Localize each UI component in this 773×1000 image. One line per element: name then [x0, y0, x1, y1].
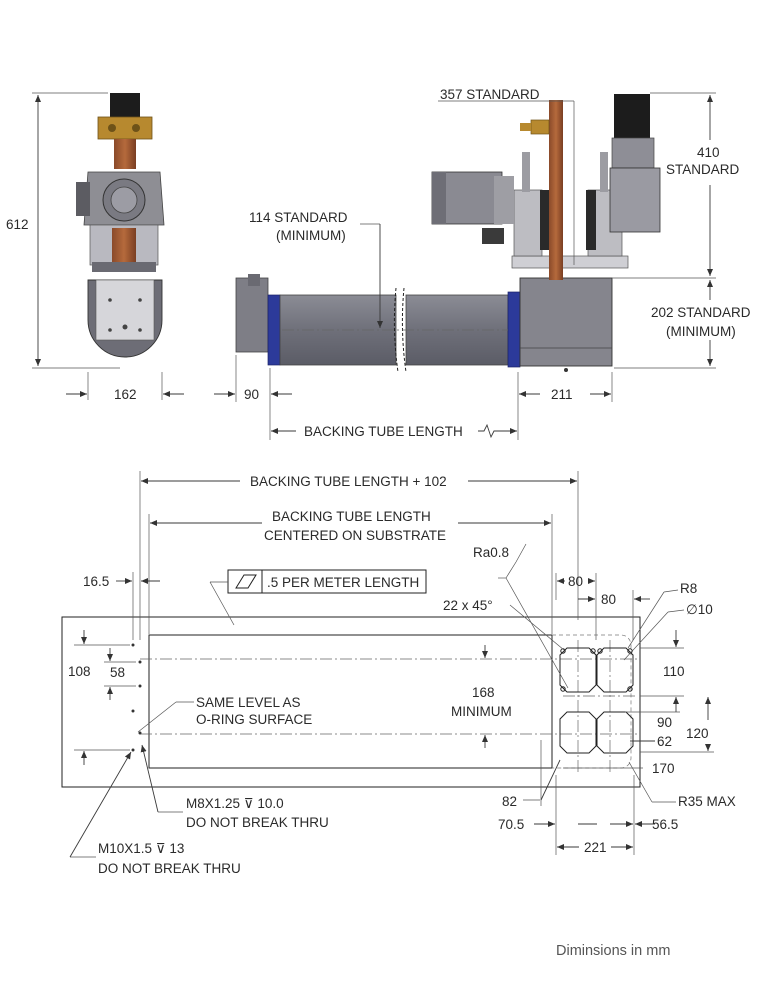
chamfer-label: 22 x 45° — [443, 598, 493, 613]
btl-centered-label-line2: CENTERED ON SUBSTRATE — [264, 528, 446, 543]
end-view-cathode — [76, 93, 165, 358]
dim-168-label-line2: MINIMUM — [451, 704, 512, 719]
m8-label-line2: DO NOT BREAK THRU — [186, 815, 329, 830]
dim-90-label: 90 — [244, 387, 259, 402]
side-view-cathode — [235, 94, 661, 373]
dim-211-label: 211 — [551, 387, 573, 402]
flatness-label: .5 PER METER LENGTH — [267, 575, 419, 590]
end-view-dimensions: 612 162 — [6, 92, 184, 402]
dim-58-label: 58 — [110, 665, 125, 680]
dim-168-label-line1: 168 — [472, 685, 495, 700]
dim-110-label: 110 — [663, 664, 685, 679]
plan-view-outline — [61, 616, 641, 788]
dim-170-label: 170 — [652, 761, 675, 776]
dim-108-label: 108 — [68, 664, 91, 679]
dia10-label: ∅10 — [686, 602, 713, 617]
dim-80b-label: 80 — [601, 592, 616, 607]
btl-plus-102-label: BACKING TUBE LENGTH + 102 — [250, 474, 447, 489]
dim-120-label: 120 — [686, 726, 709, 741]
dim-62-label: 62 — [657, 734, 672, 749]
dim-202-label-line2: (MINIMUM) — [666, 324, 736, 339]
dim-90-plan-label: 90 — [657, 715, 672, 730]
dim-114-label-line1: 114 STANDARD — [249, 210, 348, 225]
m10-label-line1: M10X1.5 ⊽ 13 — [98, 841, 184, 856]
same-level-label-line2: O-RING SURFACE — [196, 712, 312, 727]
width-162-label: 162 — [114, 387, 137, 402]
side-view-dimensions: 357 STANDARD 410 STANDARD 202 STANDARD (… — [214, 87, 751, 440]
backing-tube-length-label: BACKING TUBE LENGTH — [304, 424, 463, 439]
dim-16-5-label: 16.5 — [83, 574, 109, 589]
dim-114-label-line2: (MINIMUM) — [276, 228, 346, 243]
height-612-label: 612 — [6, 217, 29, 232]
dim-82-label: 82 — [502, 794, 517, 809]
dim-202-label-line1: 202 STANDARD — [651, 305, 751, 320]
units-note: Diminsions in mm — [556, 943, 670, 959]
ra-label: Ra0.8 — [473, 545, 509, 560]
dim-56-5-label: 56.5 — [652, 817, 678, 832]
same-level-label-line1: SAME LEVEL AS — [196, 695, 301, 710]
m8-label-line1: M8X1.25 ⊽ 10.0 — [186, 796, 284, 811]
dim-80a-label: 80 — [568, 574, 583, 589]
dim-221-label: 221 — [584, 840, 607, 855]
dim-410-label-line2: STANDARD — [666, 162, 740, 177]
r35-label: R35 MAX — [678, 794, 736, 809]
dim-70-5-label: 70.5 — [498, 817, 524, 832]
plan-view-dimensions: BACKING TUBE LENGTH + 102 BACKING TUBE L… — [68, 471, 736, 876]
dim-410-label-line1: 410 — [697, 145, 720, 160]
m10-label-line2: DO NOT BREAK THRU — [98, 861, 241, 876]
btl-centered-label-line1: BACKING TUBE LENGTH — [272, 509, 431, 524]
r8-label: R8 — [680, 581, 697, 596]
dim-357-label: 357 STANDARD — [440, 87, 540, 102]
